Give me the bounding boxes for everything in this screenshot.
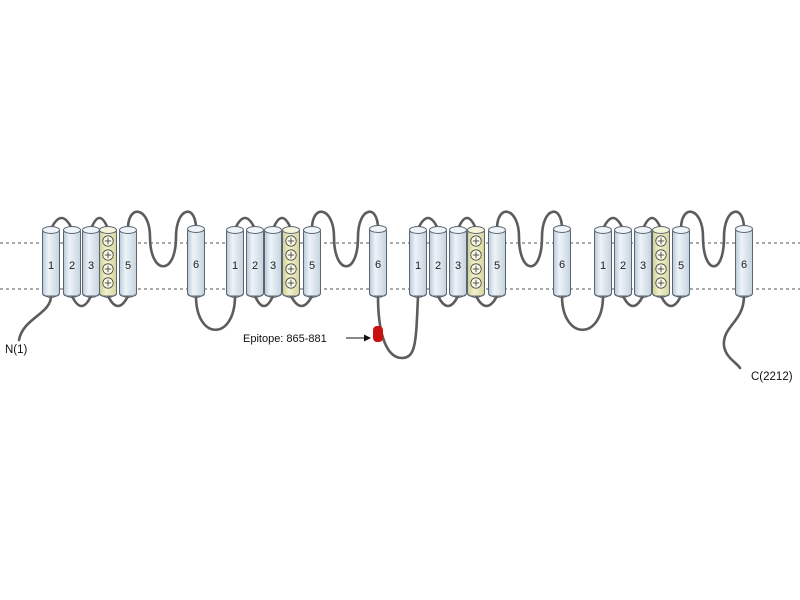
d3-loop-s4-s5 [474, 294, 499, 308]
n-terminal-tail [17, 294, 53, 342]
d1-loop-s2-s3 [70, 294, 93, 308]
segment-number-label: 5 [309, 260, 315, 272]
d3-pore-loop [495, 210, 564, 268]
linker-d3-d4 [560, 294, 605, 332]
connecting-loops [17, 210, 746, 370]
segment-number-label: 3 [88, 260, 94, 272]
positive-charge-icon [655, 235, 667, 247]
d2-pore-loop [310, 210, 380, 268]
d2-segment-s6: 6 [369, 225, 387, 298]
segment-number-label: 1 [232, 260, 238, 272]
d3-segment-s5: 5 [488, 226, 506, 298]
positive-charge-icon [470, 249, 482, 261]
d1-segment-s2: 2 [63, 226, 81, 298]
d4-segment-s2: 2 [614, 226, 632, 298]
positive-charge-icon [285, 235, 297, 247]
d4-loop-s2-s3 [621, 294, 645, 308]
segment-number-label: 5 [678, 260, 684, 272]
d2-segment-s4 [282, 226, 300, 298]
segment-number-label: 2 [252, 260, 258, 272]
positive-charge-icon [102, 249, 114, 261]
d4-segment-s6: 6 [735, 225, 753, 298]
d3-segment-s1: 1 [409, 226, 427, 298]
d1-loop-s3-s4 [89, 216, 110, 231]
epitope-label: Epitope: 865-881 [243, 333, 327, 345]
d3-segment-s6: 6 [553, 225, 571, 298]
segment-number-label: 6 [559, 259, 565, 271]
segment-number-label: 5 [494, 260, 500, 272]
positive-charge-icon [655, 277, 667, 289]
positive-charge-icon [470, 235, 482, 247]
d4-segment-s4 [652, 226, 670, 298]
d2-loop-s4-s5 [289, 294, 314, 308]
positive-charge-icon [285, 249, 297, 261]
d3-segment-s2: 2 [429, 226, 447, 298]
d2-segment-s5: 5 [303, 226, 321, 298]
positive-charge-icon [470, 263, 482, 275]
positive-charge-icon [102, 277, 114, 289]
d1-loop-s1-s2 [49, 216, 74, 231]
d2-loop-s1-s2 [233, 216, 257, 231]
d4-segment-s5: 5 [672, 226, 690, 298]
d3-loop-s3-s4 [456, 216, 478, 231]
d3-loop-s1-s2 [416, 216, 440, 231]
d1-segment-s6: 6 [187, 225, 205, 298]
segment-number-label: 2 [620, 260, 626, 272]
d1-pore-loop [126, 210, 198, 268]
d4-loop-s3-s4 [641, 216, 663, 231]
d4-segment-s3: 3 [634, 226, 652, 298]
d4-loop-s4-s5 [659, 294, 683, 308]
segment-number-label: 2 [435, 260, 441, 272]
d2-segment-s1: 1 [226, 226, 244, 298]
positive-charge-icon [470, 277, 482, 289]
d1-segment-s3: 3 [82, 226, 100, 298]
segment-number-label: 3 [270, 260, 276, 272]
linker-d1-d2 [194, 294, 237, 332]
d1-loop-s4-s5 [106, 294, 130, 308]
d4-segment-s1: 1 [594, 226, 612, 298]
segment-number-label: 1 [48, 260, 54, 272]
segment-number-label: 3 [640, 260, 646, 272]
positive-charge-icon [655, 249, 667, 261]
segment-number-label: 6 [375, 259, 381, 271]
positive-charge-icon [102, 263, 114, 275]
segment-number-label: 1 [415, 260, 421, 272]
positive-charge-icon [285, 277, 297, 289]
epitope-marker [373, 326, 383, 342]
d4-loop-s1-s2 [601, 216, 625, 231]
d2-segment-s3: 3 [264, 226, 282, 298]
linker-d2-d3 [376, 294, 420, 360]
c-terminus-label: C(2212) [751, 371, 793, 383]
d2-loop-s2-s3 [253, 294, 275, 308]
d4-pore-loop [679, 210, 746, 268]
segment-number-label: 1 [600, 260, 606, 272]
segment-number-label: 6 [193, 259, 199, 271]
d3-loop-s2-s3 [436, 294, 460, 308]
d2-loop-s3-s4 [271, 216, 293, 231]
positive-charge-icon [102, 235, 114, 247]
epitope-arrow [346, 334, 371, 342]
d3-segment-s4 [467, 226, 485, 298]
segment-number-label: 2 [69, 260, 75, 272]
segment-number-label: 6 [741, 259, 747, 271]
c-terminal-tail [722, 294, 746, 370]
d1-segment-s4 [99, 226, 117, 298]
positive-charge-icon [655, 263, 667, 275]
d2-segment-s2: 2 [246, 226, 264, 298]
n-terminus-label: N(1) [5, 344, 28, 356]
d1-segment-s5: 5 [119, 226, 137, 298]
d1-segment-s1: 1 [42, 226, 60, 298]
positive-charge-icon [285, 263, 297, 275]
d3-segment-s3: 3 [449, 226, 467, 298]
segment-number-label: 3 [455, 260, 461, 272]
segment-number-label: 5 [125, 260, 131, 272]
